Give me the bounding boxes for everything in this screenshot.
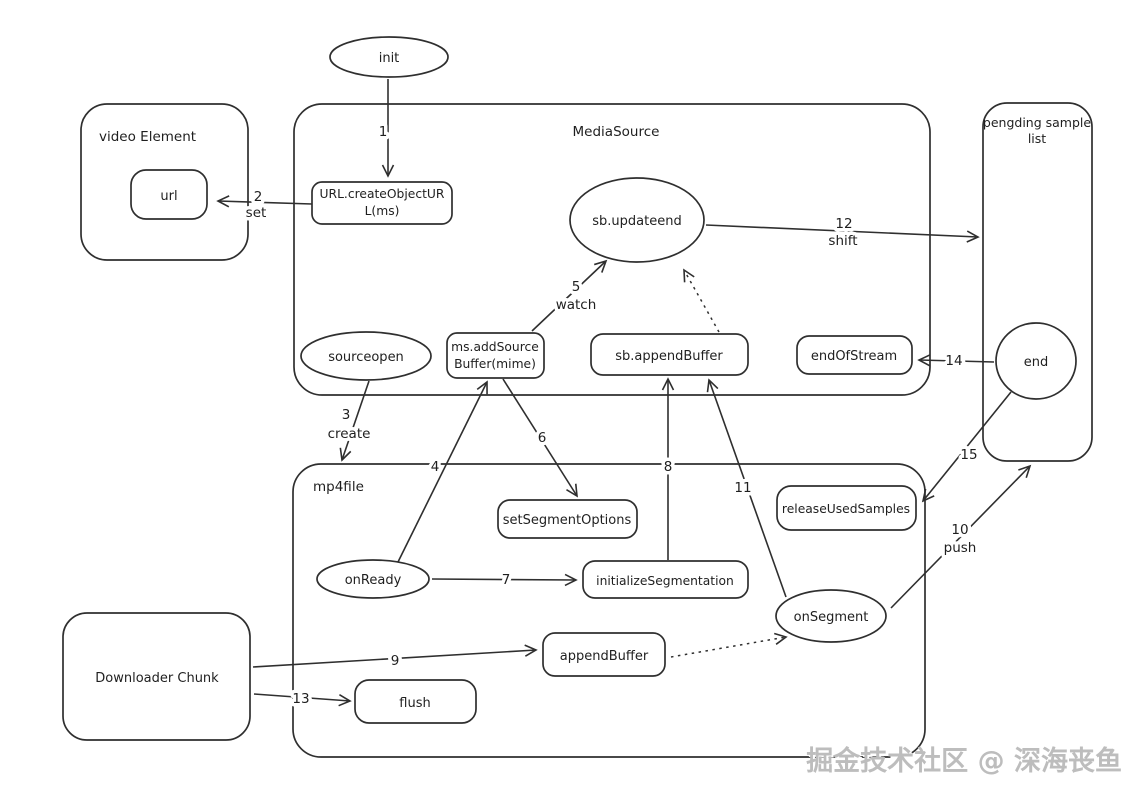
edge-14-number: 14 [945, 353, 962, 369]
node-on-segment: onSegment [775, 589, 887, 643]
node-set-segment-options-label: setSegmentOptions [503, 513, 632, 528]
node-append-buffer: appendBuffer [542, 632, 666, 677]
edge-1-number: 1 [379, 124, 388, 140]
container-mp4file: mp4file [292, 463, 926, 758]
edges [216, 79, 1032, 707]
node-ms-add-source-buffer-line2: Buffer(mime) [454, 357, 536, 371]
container-pending-sample-list: pengding sample list [982, 102, 1093, 462]
node-initialize-segmentation: initializeSegmentation [582, 560, 749, 599]
node-create-object-url-line1: URL.createObjectUR [320, 187, 445, 201]
node-sb-append-buffer: sb.appendBuffer [590, 333, 749, 376]
arrow-9 [252, 644, 538, 668]
node-end: end [995, 322, 1077, 400]
edge-11-number: 11 [734, 480, 751, 496]
node-flush: flush [354, 679, 477, 724]
node-init-label: init [379, 51, 400, 66]
node-release-used-samples-label: releaseUsedSamples [782, 502, 910, 516]
container-pending-sample-list-label-line2: list [1028, 131, 1046, 146]
container-mp4file-label: mp4file [313, 479, 364, 495]
node-end-of-stream: endOfStream [796, 335, 913, 375]
edge-6-number: 6 [538, 430, 547, 446]
watermark: 掘金技术社区 @ 深海丧鱼 掘金技术社区 @ 深海丧鱼 [806, 745, 1124, 779]
node-sb-append-buffer-label: sb.appendBuffer [615, 349, 723, 364]
node-sb-updateend: sb.updateend [569, 177, 705, 263]
node-on-segment-label: onSegment [794, 610, 869, 625]
edge-12-number: 12 [835, 216, 852, 232]
edge-2-number: 2 [254, 189, 263, 205]
node-downloader-chunk-label: Downloader Chunk [95, 671, 219, 686]
node-end-label: end [1024, 355, 1049, 370]
edge-10-verb: push [944, 540, 977, 556]
node-on-ready: onReady [316, 559, 430, 599]
container-video-element-label: video Element [99, 129, 196, 145]
edge-5-verb: watch [556, 297, 597, 313]
node-downloader-chunk: Downloader Chunk [62, 612, 251, 741]
node-initialize-segmentation-label: initializeSegmentation [596, 574, 734, 588]
arrow-6 [502, 378, 578, 498]
node-create-object-url: URL.createObjectUR L(ms) [311, 181, 453, 225]
node-url-label: url [160, 189, 177, 204]
edge-12-verb: shift [828, 233, 857, 249]
node-set-segment-options: setSegmentOptions [497, 499, 638, 539]
node-sb-updateend-label: sb.updateend [592, 214, 681, 229]
watermark-emboss-layer: 掘金技术社区 @ 深海丧鱼 [808, 747, 1124, 779]
arrow-13 [253, 693, 352, 707]
arrow-11 [706, 378, 787, 598]
edge-10-number: 10 [951, 522, 968, 538]
container-pending-sample-list-label-line1: pengding sample [983, 115, 1091, 130]
node-append-buffer-label: appendBuffer [560, 649, 649, 664]
node-sourceopen-label: sourceopen [328, 350, 404, 365]
edge-4-number: 4 [431, 459, 440, 475]
arrow-7 [431, 573, 578, 587]
edge-13-number: 13 [292, 691, 309, 707]
edge-5-number: 5 [572, 279, 581, 295]
node-flush-label: flush [399, 696, 430, 711]
dotted-arrow-appendbuffer-to-onsegment [670, 632, 788, 658]
container-media-source: MediaSource [293, 103, 931, 396]
edge-9-number: 9 [391, 653, 400, 669]
node-end-of-stream-label: endOfStream [811, 349, 897, 364]
node-create-object-url-line2: L(ms) [365, 204, 400, 218]
node-ms-add-source-buffer-line1: ms.addSource [451, 340, 539, 354]
arrow-2 [216, 195, 313, 208]
arrow-14 [917, 354, 995, 367]
edge-7-number: 7 [502, 572, 511, 588]
node-sourceopen: sourceopen [300, 331, 432, 381]
node-release-used-samples: releaseUsedSamples [776, 485, 917, 531]
node-init: init [329, 36, 449, 78]
arrow-15 [921, 391, 1012, 503]
node-ms-add-source-buffer: ms.addSource Buffer(mime) [446, 332, 545, 379]
watermark-text: 掘金技术社区 @ 深海丧鱼 [806, 745, 1122, 777]
edge-15-number: 15 [960, 447, 977, 463]
arrow-12 [705, 224, 980, 243]
arrow-10 [890, 464, 1032, 609]
container-media-source-label: MediaSource [573, 124, 660, 140]
arrow-5 [531, 259, 608, 332]
edge-3-number: 3 [342, 407, 351, 423]
edge-2-verb: set [246, 205, 267, 221]
arrow-3 [339, 380, 370, 462]
dotted-arrow-appendbuffer-to-updateend [683, 268, 720, 333]
container-video-element: video Element [80, 103, 249, 261]
arrow-4 [397, 380, 488, 563]
edge-3-verb: create [328, 426, 371, 442]
node-url: url [130, 169, 208, 220]
edge-8-number: 8 [664, 459, 673, 475]
node-on-ready-label: onReady [345, 573, 402, 588]
edge-labels: 1 2 set 3 create 4 5 watch 6 7 8 9 10 pu… [242, 121, 981, 711]
